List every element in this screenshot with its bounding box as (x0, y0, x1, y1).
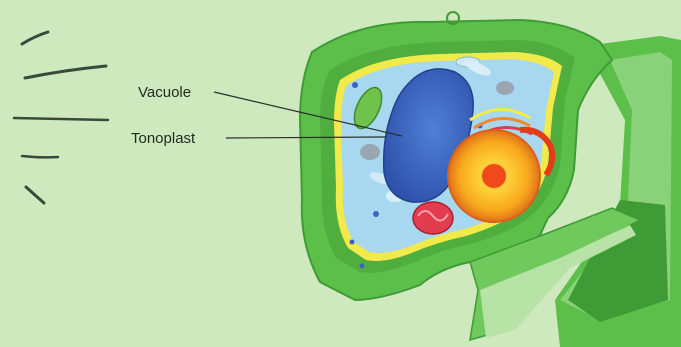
nucleolus (482, 164, 506, 188)
vacuole-label: Vacuole (138, 84, 191, 101)
motion-strokes (14, 32, 108, 203)
stroke-3 (14, 118, 108, 120)
mitochondrion (413, 202, 453, 234)
stroke-1 (22, 32, 48, 44)
stroke-2 (25, 66, 106, 78)
stroke-5 (26, 187, 44, 203)
tonoplast-label: Tonoplast (131, 130, 196, 147)
stroke-4 (22, 156, 58, 157)
